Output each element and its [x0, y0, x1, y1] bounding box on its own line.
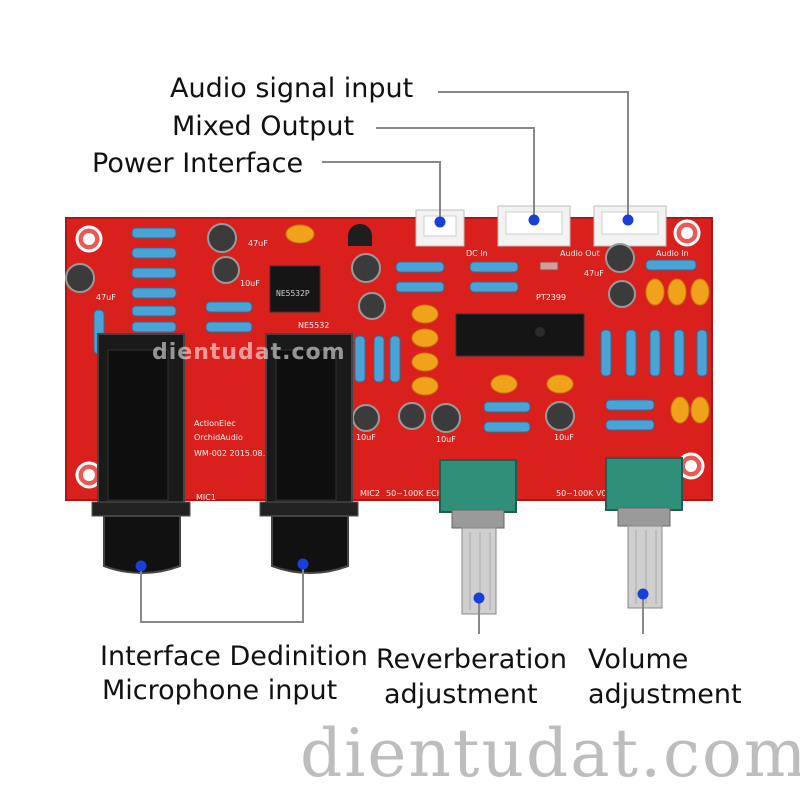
silk-audio-in: Audio In: [656, 249, 689, 258]
label-power-interface: Power Interface: [92, 148, 304, 179]
silk-cap-10uf-b: 10uF: [356, 433, 376, 442]
silk-cap-47uf-c: 47uF: [584, 269, 604, 278]
callout-mic: [140, 566, 304, 623]
silk-cap-47uf-b: 47uF: [96, 293, 116, 302]
silk-mic1: MIC1: [196, 493, 216, 502]
transistor: [348, 224, 372, 246]
marker-dots: [135, 214, 649, 604]
silk-brand1: ActionElec: [194, 419, 236, 428]
potentiometer-volume: [605, 457, 683, 609]
marker-volume: [637, 588, 649, 600]
small-led: [539, 261, 559, 271]
silk-cap-47uf-a: 47uF: [248, 239, 268, 248]
marker-power: [434, 216, 446, 228]
ic-ne5532: NE5532P: [269, 265, 321, 313]
watermark-center: dientudat.com: [152, 340, 346, 365]
silk-pt2399: PT2399: [536, 293, 566, 302]
callout-lines: [140, 91, 644, 634]
callout-power: [322, 161, 441, 220]
potentiometer-echo: [439, 459, 517, 615]
label-mixed-output: Mixed Output: [172, 111, 355, 142]
watermark-bottom: dientudat.com: [300, 715, 800, 792]
label-reverberation-adjustment: adjustment: [384, 679, 538, 710]
mounting-holes: [75, 219, 705, 489]
label-microphone-input: Microphone input: [102, 675, 338, 706]
marker-mic1: [135, 560, 147, 572]
silk-cap-10uf-c: 10uF: [436, 435, 456, 444]
silk-ne5532: NE5532: [298, 321, 329, 330]
ic-pt2399: [455, 313, 585, 357]
silk-cap-10uf-a: 10uF: [240, 279, 260, 288]
mic-jack-1: [91, 333, 191, 574]
silk-dc-in: DC In: [466, 249, 488, 258]
callout-mixed-output: [376, 127, 535, 218]
label-volume: Volume: [588, 644, 689, 675]
marker-audio-input: [622, 214, 634, 226]
callout-audio-input: [438, 91, 629, 218]
marker-mic2: [297, 558, 309, 570]
resistors: [93, 227, 708, 433]
marker-mixed-output: [528, 214, 540, 226]
electrolytic-capacitors: [65, 223, 636, 433]
ceramic-capacitors: [285, 224, 710, 424]
silkscreen: ActionElec OrchidAudio WM-002 2015.08.08…: [96, 239, 689, 502]
label-volume-adjustment: adjustment: [588, 679, 742, 710]
silk-audio-out: Audio Out: [560, 249, 600, 258]
silk-vol: 50~100K VOL: [556, 489, 613, 498]
marker-reverb: [473, 592, 485, 604]
silk-cap-10uf-d: 10uF: [554, 433, 574, 442]
silk-brand2: OrchidAudio: [194, 433, 243, 442]
label-interface-definition: Interface Dedinition: [100, 641, 368, 672]
label-audio-signal-input: Audio signal input: [170, 73, 414, 104]
silk-echo: 50~100K ECHO: [386, 489, 449, 498]
silk-mic2: MIC2: [360, 489, 380, 498]
silk-model: WM-002 2015.08.08: [194, 449, 275, 458]
connector-audio-input: [593, 205, 667, 247]
mic-jack-2: [259, 333, 359, 574]
label-reverberation: Reverberation: [376, 644, 567, 675]
chip-marking: NE5532P: [276, 289, 310, 298]
